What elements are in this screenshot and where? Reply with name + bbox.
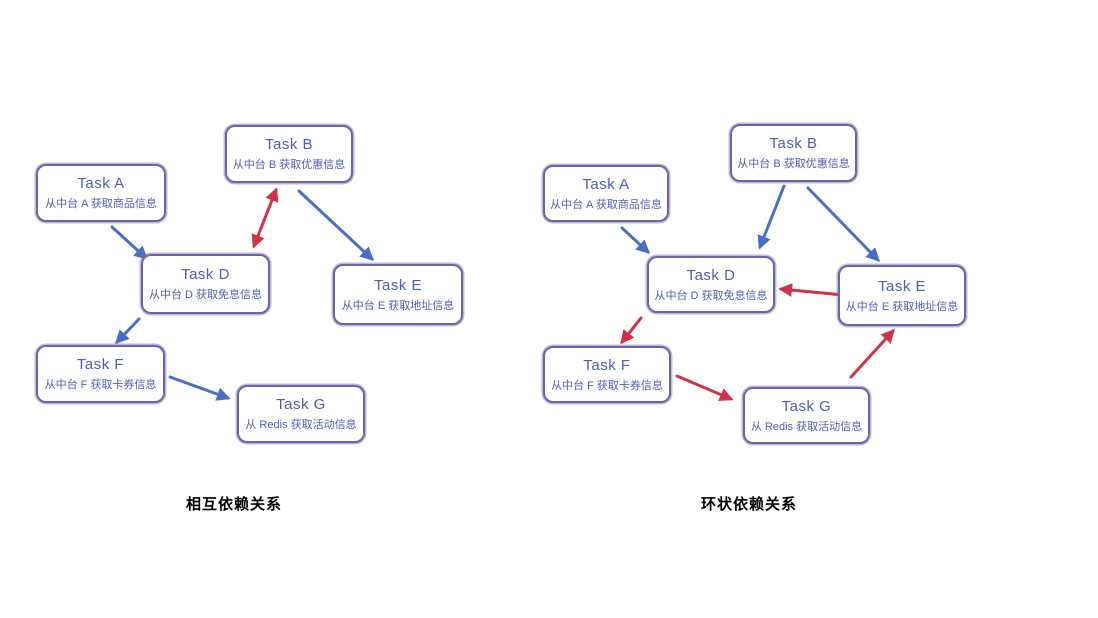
node-task-d-subtitle: 从中台 D 获取免息信息 (148, 289, 263, 301)
node-task-g-title: Task G (781, 397, 832, 415)
node-task-a: Task A 从中台 A 获取商品信息 (36, 164, 166, 222)
edge-right-taskB-taskE (806, 186, 880, 262)
edge-left-taskB-taskD-bidirectional (251, 187, 279, 249)
caption-mutual-dependency: 相互依赖关系 (186, 496, 283, 513)
node-task-g-subtitle: 从 Redis 获取活动信息 (750, 420, 863, 433)
node-task-b-subtitle: 从中台 B 获取优惠信息 (232, 159, 346, 171)
node-task-f: Task F 从中台 F 获取卡券信息 (543, 346, 671, 403)
node-task-d: Task D 从中台 D 获取免息信息 (141, 254, 270, 314)
caption-circular-dependency: 环状依赖关系 (701, 496, 798, 513)
node-task-f-title: Task F (76, 356, 125, 373)
node-task-b: Task B 从中台 B 获取优惠信息 (730, 124, 857, 182)
node-task-d-title: Task D (181, 266, 230, 283)
edge-left-taskD-taskF (115, 317, 141, 344)
node-task-b-subtitle: 从中台 B 获取优惠信息 (737, 158, 850, 170)
node-task-g: Task G 从 Redis 获取活动信息 (743, 387, 870, 444)
node-task-d: Task D 从中台 D 获取免息信息 (647, 256, 775, 313)
node-task-f-subtitle: 从中台 F 获取卡券信息 (44, 379, 157, 391)
edge-right-taskG-taskE (849, 328, 895, 379)
node-task-e-title: Task E (373, 276, 422, 294)
node-task-d-subtitle: 从中台 D 获取免息信息 (654, 289, 768, 302)
edge-right-taskF-taskG (675, 374, 734, 402)
edge-right-taskD-taskF (620, 316, 643, 345)
node-task-a: Task A 从中台 A 获取商品信息 (543, 165, 669, 222)
node-task-f-title: Task F (583, 356, 631, 374)
node-task-e-subtitle: 从中台 E 获取地址信息 (341, 299, 455, 312)
node-task-g: Task G 从 Redis 获取活动信息 (237, 385, 365, 443)
edge-right-taskB-taskD (757, 184, 786, 250)
node-task-a-title: Task A (582, 175, 630, 193)
node-task-g-title: Task G (276, 396, 326, 413)
node-task-f-subtitle: 从中台 F 获取卡券信息 (551, 379, 663, 392)
node-task-b-title: Task B (264, 136, 313, 153)
node-task-e: Task E 从中台 E 获取地址信息 (838, 265, 966, 326)
edge-left-taskA-taskD (110, 225, 149, 260)
node-task-a-subtitle: 从中台 A 获取商品信息 (45, 198, 157, 210)
node-task-d-title: Task D (686, 266, 736, 284)
node-task-e: Task E 从中台 E 获取地址信息 (333, 264, 463, 325)
node-task-b: Task B 从中台 B 获取优惠信息 (225, 125, 353, 183)
node-task-e-subtitle: 从中台 E 获取地址信息 (845, 300, 959, 313)
node-task-g-subtitle: 从 Redis 获取活动信息 (245, 419, 357, 431)
node-task-a-title: Task A (77, 175, 125, 192)
node-task-e-title: Task E (877, 277, 926, 295)
node-task-f: Task F 从中台 F 获取卡券信息 (36, 345, 165, 403)
edge-right-taskA-taskD (620, 226, 651, 254)
edge-left-taskF-taskG (168, 375, 231, 401)
node-task-a-subtitle: 从中台 A 获取商品信息 (550, 198, 662, 211)
node-task-b-title: Task B (769, 135, 818, 152)
edge-right-taskE-taskD (778, 283, 845, 297)
edge-left-taskB-taskE (297, 189, 375, 261)
